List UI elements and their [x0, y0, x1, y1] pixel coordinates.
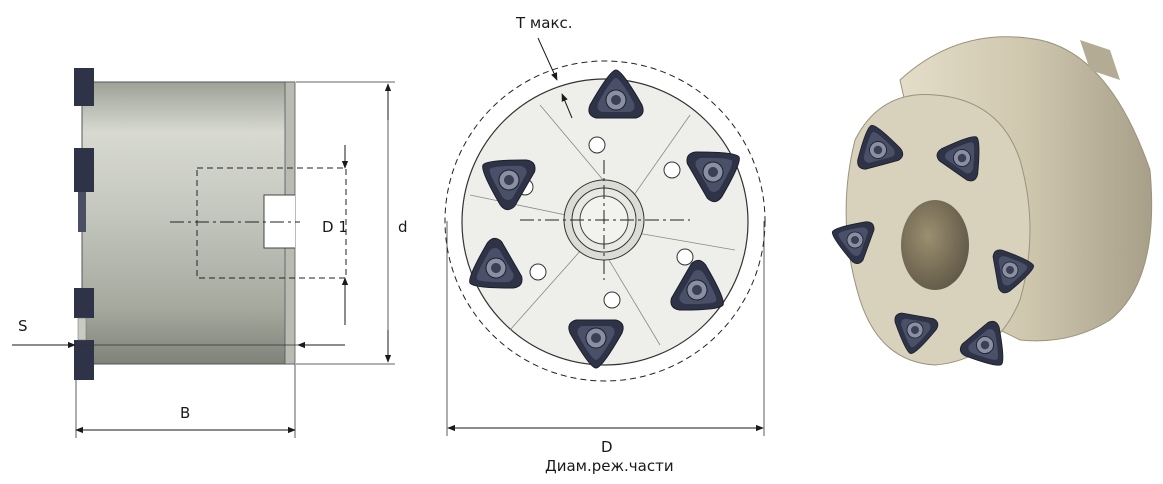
side-view	[12, 68, 395, 438]
label-d1: D 1	[322, 218, 348, 236]
cutting-circle	[444, 60, 766, 382]
label-t-max: T макс.	[515, 14, 573, 32]
cutter-body-side	[81, 81, 295, 365]
render-bore	[901, 200, 969, 290]
front-view	[444, 37, 766, 436]
label-d-small: d	[398, 218, 408, 236]
product-render	[824, 36, 1153, 380]
label-b: B	[180, 404, 190, 422]
label-d-big-caption: Диам.реж.части	[545, 457, 674, 475]
insert-teeth	[74, 68, 94, 380]
bore-hidden-lines	[196, 167, 347, 279]
label-d-big: D	[601, 438, 613, 456]
label-s: S	[18, 317, 28, 335]
